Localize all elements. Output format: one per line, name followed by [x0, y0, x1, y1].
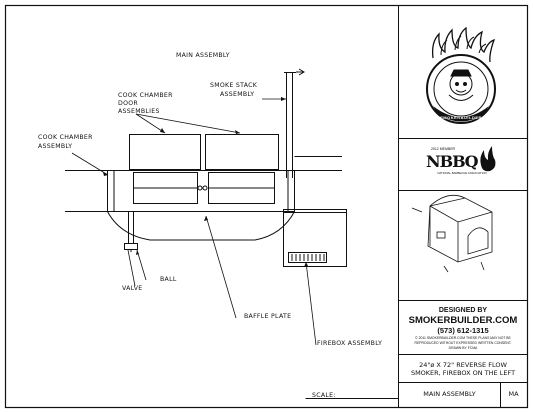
- isometric-view-drawing: [411, 194, 493, 273]
- door-label-line3: ASSEMBLIES: [118, 108, 160, 115]
- sheet-border: [4, 4, 529, 409]
- smoke-stack-drawing: [284, 72, 296, 178]
- sheet-name: MAIN ASSEMBLY: [423, 390, 476, 398]
- sheet-code: MA: [508, 390, 519, 398]
- nbbq-member-text: 2012 MEMBER: [430, 147, 456, 151]
- company-name: SMOKERBUILDER.COM: [408, 315, 518, 326]
- description-line1: 24"ø X 72" REVERSE FLOW: [419, 361, 507, 369]
- cook-chamber-door-right: [205, 134, 279, 170]
- copyright-line3: DRAWN BY FCMA: [448, 346, 478, 350]
- cook-chamber-drawing: [107, 170, 295, 241]
- cook-chamber-door-left: [129, 134, 201, 170]
- baffle-plate-label: BAFFLE PLATE: [244, 313, 292, 320]
- smokerbuilder-logo-icon: [426, 26, 496, 124]
- leader-lines: [71, 98, 317, 346]
- copyright-line2: REPRODUCED WITHOUT EXPRESSED WRITTEN CON…: [414, 341, 512, 345]
- designed-by-label: DESIGNED BY: [438, 307, 488, 314]
- drawing-title: MAIN ASSEMBLY: [176, 52, 230, 59]
- nbbq-logo-text: NBBQ: [426, 152, 479, 171]
- logo-banner: [433, 106, 489, 122]
- door-label-line2: DOOR: [118, 100, 139, 107]
- cook-chamber-label-line1: COOK CHAMBER: [38, 134, 93, 141]
- copyright-line1: © 2011 SMOKERBUILDER.COM THESE PLANS MAY…: [415, 336, 511, 340]
- cook-chamber-label-line2: ASSEMBLY: [38, 143, 73, 150]
- description-line2: SMOKER, FIREBOX ON THE LEFT: [410, 369, 516, 377]
- scale-label: SCALE:: [312, 392, 336, 399]
- logo-ring-text: SMOKERBUILDER: [440, 115, 482, 120]
- smoke-stack-label-line1: SMOKE STACK: [210, 82, 258, 89]
- nbbq-flame-icon: [480, 146, 496, 172]
- ball-valve-drawing: [124, 211, 138, 252]
- nbbq-caption: NATIONAL BARBECUE ASSOCIATION: [437, 171, 487, 175]
- smoke-stack-label-line2: ASSEMBLY: [220, 91, 255, 98]
- firebox-drawing: [283, 209, 347, 267]
- door-label-line1: COOK CHAMBER: [118, 92, 173, 99]
- firebox-label: FIREBOX ASSEMBLY: [317, 340, 383, 347]
- ball-label: BALL: [160, 276, 177, 283]
- valve-label: VALVE: [122, 285, 143, 292]
- company-phone: (573) 612-1315: [437, 326, 489, 335]
